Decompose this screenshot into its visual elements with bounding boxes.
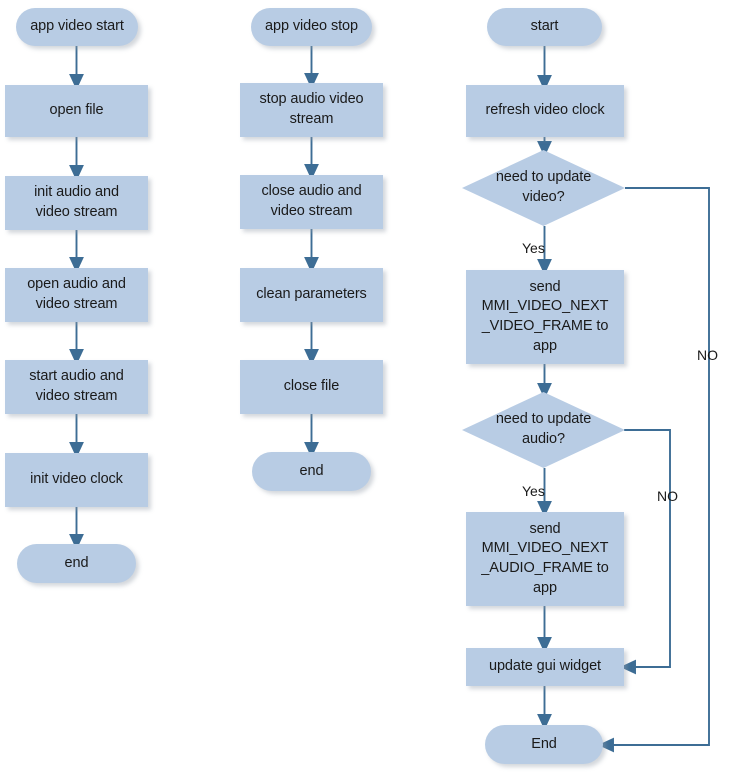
node-label: init audio and video stream	[34, 184, 119, 220]
node-close-file[interactable]: close file	[240, 360, 383, 414]
connector-video-no-to-end	[598, 187, 710, 753]
node-update-gui-widget[interactable]: update gui widget	[466, 648, 624, 686]
node-label: refresh video clock	[485, 102, 605, 119]
node-clean-parameters[interactable]: clean parameters	[240, 268, 383, 322]
node-label: close file	[283, 378, 340, 395]
node-label: open audio and video stream	[27, 276, 126, 312]
node-send-mmi-video-next-video-frame[interactable]: send MMI_VIDEO_NEXT _VIDEO_FRAME to app	[466, 270, 624, 364]
node-need-update-audio[interactable]: need to update audio?	[462, 392, 625, 468]
node-open-file[interactable]: open file	[5, 85, 148, 137]
node-label: app video start	[30, 18, 124, 35]
edge-label-video-no: NO	[697, 347, 718, 363]
node-send-mmi-video-next-audio-frame[interactable]: send MMI_VIDEO_NEXT _AUDIO_FRAME to app	[466, 512, 624, 606]
node-label: update gui widget	[489, 658, 601, 675]
node-loop-start[interactable]: start	[487, 8, 602, 46]
node-label: stop audio video stream	[259, 91, 364, 127]
node-init-video-clock[interactable]: init video clock	[5, 453, 148, 507]
node-need-update-video[interactable]: need to update video?	[462, 150, 625, 226]
node-init-audio-video-stream[interactable]: init audio and video stream	[5, 176, 148, 230]
diamond-shape	[462, 392, 625, 468]
connector-audio-no-to-update-gui	[620, 429, 671, 675]
node-refresh-video-clock[interactable]: refresh video clock	[466, 85, 624, 137]
node-loop-end[interactable]: End	[485, 725, 603, 764]
node-label: start	[530, 18, 559, 35]
node-stop-flow-end[interactable]: end	[252, 452, 371, 491]
node-open-audio-video-stream[interactable]: open audio and video stream	[5, 268, 148, 322]
diamond-shape	[462, 150, 625, 226]
node-start-audio-video-stream[interactable]: start audio and video stream	[5, 360, 148, 414]
node-label: need to update audio?	[495, 411, 592, 447]
node-label: start audio and video stream	[29, 368, 124, 404]
node-label: open file	[49, 102, 104, 119]
node-label: close audio and video stream	[261, 183, 362, 219]
edge-label-audio-yes: Yes	[522, 483, 545, 499]
node-label: End	[531, 735, 557, 752]
node-label: end	[64, 554, 89, 571]
node-label: end	[299, 462, 324, 479]
edge-label-audio-no: NO	[657, 488, 678, 504]
node-label: need to update video?	[495, 169, 592, 205]
node-app-video-stop[interactable]: app video stop	[251, 8, 372, 46]
node-start-flow-end[interactable]: end	[17, 544, 136, 583]
node-app-video-start[interactable]: app video start	[16, 8, 138, 46]
node-label: send MMI_VIDEO_NEXT _VIDEO_FRAME to app	[481, 278, 609, 354]
node-label: app video stop	[265, 18, 358, 35]
node-stop-audio-video-stream[interactable]: stop audio video stream	[240, 83, 383, 137]
node-label: send MMI_VIDEO_NEXT _AUDIO_FRAME to app	[481, 520, 609, 596]
edge-label-video-yes: Yes	[522, 240, 545, 256]
node-label: clean parameters	[256, 286, 367, 303]
node-label: init video clock	[30, 471, 123, 488]
node-close-audio-video-stream[interactable]: close audio and video stream	[240, 175, 383, 229]
